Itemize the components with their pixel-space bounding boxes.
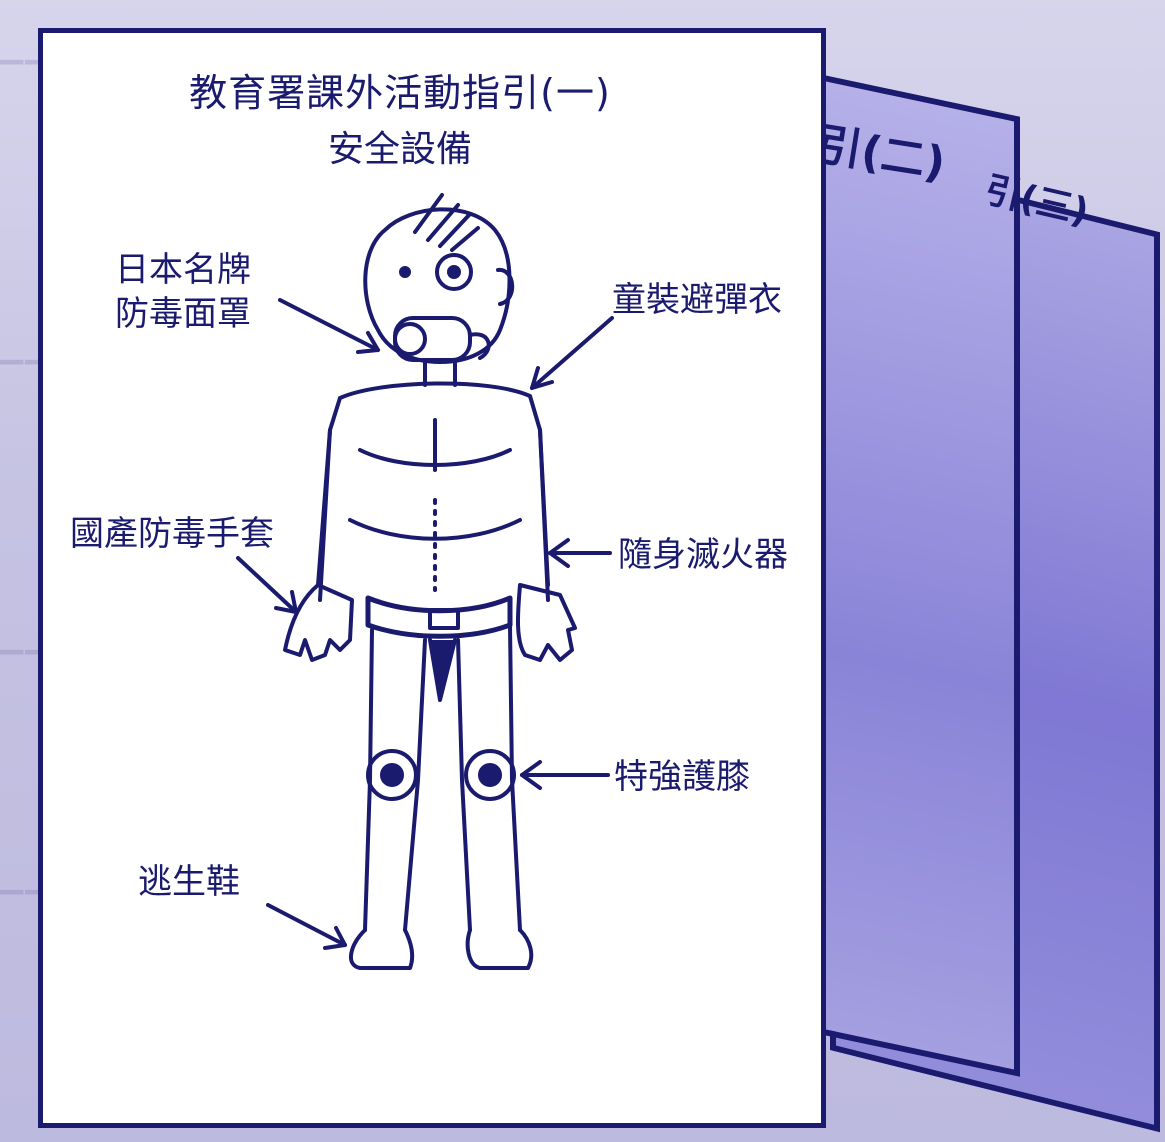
arrow-gas-mask-shaft	[278, 298, 380, 352]
belt	[365, 595, 513, 639]
card-title: 教育署課外活動指引(一)	[189, 71, 611, 115]
belly-line	[348, 518, 522, 541]
label-gas-mask-line1: 日本名牌	[115, 250, 251, 290]
arrow-vest-head	[530, 366, 554, 390]
right-eye	[435, 253, 473, 291]
right-knee-pad	[464, 749, 516, 801]
arrow-shoes-shaft	[266, 903, 347, 947]
arrow-gloves-shaft	[236, 556, 298, 614]
label-knee-pads: 特強護膝	[614, 757, 750, 797]
hair-stroke	[426, 203, 460, 242]
left-foot	[349, 928, 415, 970]
label-shoes: 逃生鞋	[138, 862, 240, 902]
hair-stroke	[450, 226, 480, 252]
gas-mask-valve	[468, 332, 491, 360]
arrow-shoes-head	[323, 926, 347, 950]
arrow-knee-pads-head	[520, 760, 542, 790]
right-glove	[515, 583, 577, 662]
hair-stroke	[413, 193, 444, 234]
arrow-gloves-head	[274, 590, 298, 614]
hair-stroke	[438, 212, 472, 248]
card-subtitle: 安全設備	[327, 129, 472, 170]
arrow-extinguisher-head	[548, 538, 570, 568]
ear	[496, 268, 515, 306]
belt-buckle	[428, 608, 460, 630]
gas-mask-filter	[393, 322, 427, 356]
arrow-vest-shaft	[530, 316, 614, 390]
label-gas-mask-line2: 防毒面罩	[115, 294, 251, 334]
label-gloves: 國產防毒手套	[70, 514, 274, 554]
left-arm	[316, 428, 332, 587]
label-bulletproof-vest: 童裝避彈衣	[612, 280, 782, 320]
left-knee-pad	[366, 749, 418, 801]
label-gas-mask: 日本名牌 防毒面罩	[115, 248, 251, 336]
arrow-gas-mask-head	[356, 331, 380, 354]
right-eye-pupil	[447, 265, 461, 279]
neck	[423, 360, 457, 387]
right-knee-pad-center	[478, 763, 502, 787]
crotch-shadow	[428, 638, 457, 702]
left-knee-pad-center	[380, 763, 404, 787]
right-arm	[538, 428, 550, 587]
right-foot	[465, 928, 534, 970]
left-glove	[283, 583, 354, 662]
left-eye	[399, 266, 411, 278]
label-extinguisher: 隨身滅火器	[618, 535, 788, 575]
